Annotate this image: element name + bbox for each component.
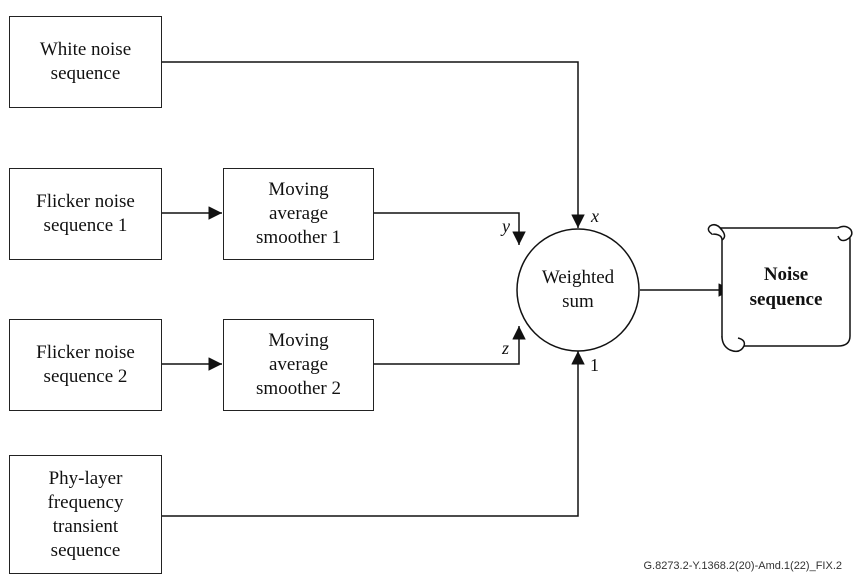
flicker1-label-line2: sequence 1 bbox=[43, 215, 128, 236]
weighted-sum-label: Weighted sum bbox=[528, 262, 628, 318]
moving-average-smoother-1-block: Moving average smoother 1 bbox=[223, 168, 374, 260]
connector-phy-layer-to-sum bbox=[162, 351, 585, 517]
weighted-sum-circle bbox=[516, 228, 640, 352]
white-noise-label-line1: White noise bbox=[39, 39, 132, 60]
phy-layer-label-line3: transient bbox=[52, 515, 119, 537]
weight-x-label: x bbox=[591, 206, 599, 226]
phy-layer-transient-block: Phy-layer frequency transient sequence bbox=[9, 455, 162, 574]
flicker-noise-1-block: Flicker noise sequence 1 bbox=[9, 168, 162, 260]
noise-sequence-line1: Noise bbox=[763, 264, 809, 285]
phy-layer-label-line1: Phy-layer bbox=[48, 467, 123, 489]
connector-white-noise-to-sum bbox=[162, 61, 585, 228]
phy-layer-label-line2: frequency bbox=[47, 491, 124, 513]
noise-sequence-label: Noise sequence bbox=[722, 262, 850, 312]
noise-sequence-scroll-icon bbox=[707, 223, 853, 353]
weight-z-label: z bbox=[502, 338, 510, 358]
flicker2-label-line2: sequence 2 bbox=[43, 366, 128, 387]
smoother1-label-line3: smoother 1 bbox=[256, 227, 341, 248]
figure-identifier: G.8273.2-Y.1368.2(20)-Amd.1(22)_FIX.2 bbox=[643, 560, 842, 572]
smoother2-label-line2: average bbox=[268, 354, 329, 375]
weight-one-label: 1 bbox=[590, 355, 599, 375]
connector-smoother2-to-sum bbox=[374, 326, 526, 365]
smoother2-label-line1: Moving bbox=[268, 330, 329, 351]
connector-smoother1-to-sum bbox=[374, 212, 526, 245]
smoother1-label-line1: Moving bbox=[268, 179, 329, 200]
white-noise-block: White noise sequence bbox=[9, 16, 162, 108]
smoother2-label-line3: smoother 2 bbox=[256, 378, 341, 399]
flicker-noise-2-block: Flicker noise sequence 2 bbox=[9, 319, 162, 411]
weight-y-label: y bbox=[502, 216, 510, 236]
white-noise-label-line2: sequence bbox=[50, 63, 121, 84]
smoother1-label-line2: average bbox=[268, 203, 329, 224]
flicker1-label-line1: Flicker noise bbox=[36, 191, 135, 212]
weighted-sum-line1: Weighted bbox=[541, 267, 615, 288]
moving-average-smoother-2-block: Moving average smoother 2 bbox=[223, 319, 374, 411]
phy-layer-label-line4: sequence bbox=[50, 539, 121, 561]
weighted-sum-line2: sum bbox=[562, 291, 594, 312]
flicker2-label-line1: Flicker noise bbox=[36, 342, 135, 363]
noise-sequence-line2: sequence bbox=[749, 289, 823, 310]
